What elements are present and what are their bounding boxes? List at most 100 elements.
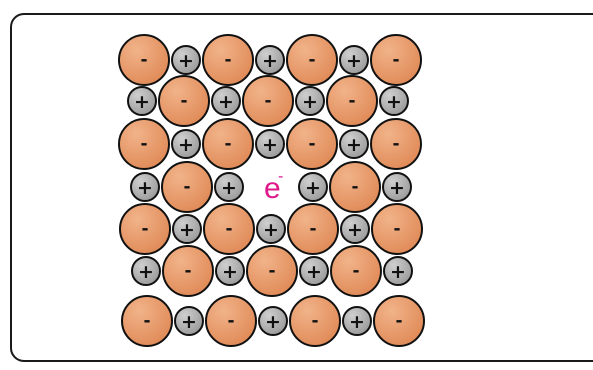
cation-ion: + (258, 306, 288, 336)
cation-circle (127, 86, 157, 116)
anion-circle (118, 118, 170, 170)
cation-charge-label: + (386, 91, 402, 113)
anion-ion: - (242, 75, 294, 127)
cation-ion: + (339, 45, 369, 75)
anion-circle (370, 34, 422, 86)
anion-circle (118, 34, 170, 86)
anion-ion: - (370, 34, 422, 86)
cation-ion: + (295, 86, 325, 116)
cation-charge-label: + (265, 311, 281, 333)
cation-circle (339, 129, 369, 159)
anion-charge-label: - (227, 311, 234, 331)
anion-ion: - (286, 34, 338, 86)
cation-ion: + (211, 86, 241, 116)
cation-circle (215, 256, 245, 286)
anion-ion: - (373, 295, 425, 347)
anion-circle (162, 245, 214, 297)
cation-ion: + (131, 256, 161, 286)
anion-circle (242, 75, 294, 127)
anion-charge-label: - (184, 261, 191, 281)
anion-charge-label: - (140, 134, 147, 154)
anion-charge-label: - (311, 311, 318, 331)
cation-ion: + (130, 172, 160, 202)
anion-ion: - (118, 118, 170, 170)
cation-charge-label: + (138, 261, 154, 283)
anion-circle (373, 295, 425, 347)
anion-ion: - (118, 34, 170, 86)
cation-ion: + (171, 45, 201, 75)
cation-charge-label: + (262, 50, 278, 72)
cation-circle (214, 172, 244, 202)
anion-charge-label: - (309, 219, 316, 239)
cation-ion: + (340, 214, 370, 244)
anion-charge-label: - (393, 219, 400, 239)
anion-ion: - (289, 295, 341, 347)
cation-charge-label: + (346, 134, 362, 156)
anion-charge-label: - (348, 91, 355, 111)
cation-circle (255, 45, 285, 75)
anion-circle (205, 295, 257, 347)
anion-charge-label: - (143, 311, 150, 331)
cation-charge-label: + (221, 177, 237, 199)
anion-circle (246, 245, 298, 297)
cation-ion: + (174, 306, 204, 336)
anion-ion: - (203, 203, 255, 255)
anion-charge-label: - (351, 177, 358, 197)
anion-ion: - (326, 75, 378, 127)
anion-ion: - (205, 295, 257, 347)
cation-ion: + (298, 172, 328, 202)
anion-circle (326, 75, 378, 127)
anion-charge-label: - (224, 50, 231, 70)
cation-circle (255, 129, 285, 159)
cation-ion: + (339, 129, 369, 159)
anion-circle (289, 295, 341, 347)
cation-ion: + (127, 86, 157, 116)
anion-circle (330, 245, 382, 297)
anion-circle (158, 75, 210, 127)
cation-circle (256, 214, 286, 244)
anion-ion: - (119, 203, 171, 255)
cation-charge-label: + (349, 311, 365, 333)
cation-ion: + (255, 129, 285, 159)
cation-circle (339, 45, 369, 75)
cation-circle (171, 129, 201, 159)
anion-ion: - (286, 118, 338, 170)
cation-charge-label: + (178, 134, 194, 156)
anion-charge-label: - (141, 219, 148, 239)
anion-ion: - (287, 203, 339, 255)
cation-charge-label: + (346, 50, 362, 72)
anion-ion: - (246, 245, 298, 297)
cation-circle (379, 86, 409, 116)
anion-circle (286, 34, 338, 86)
cation-circle (131, 256, 161, 286)
cation-circle (382, 172, 412, 202)
electron-label: e - (264, 168, 283, 205)
cation-ion: + (172, 214, 202, 244)
anion-ion: - (371, 203, 423, 255)
anion-circle (161, 161, 213, 213)
cation-charge-label: + (263, 219, 279, 241)
cation-ion: + (171, 129, 201, 159)
anion-circle (202, 118, 254, 170)
cation-circle (340, 214, 370, 244)
anion-circle (121, 295, 173, 347)
anion-charge-label: - (395, 311, 402, 331)
anion-charge-label: - (225, 219, 232, 239)
electron-symbol: e (264, 172, 281, 205)
cation-charge-label: + (179, 219, 195, 241)
cation-charge-label: + (306, 261, 322, 283)
cation-charge-label: + (389, 177, 405, 199)
cation-ion: + (214, 172, 244, 202)
cation-charge-label: + (222, 261, 238, 283)
cation-ion: + (299, 256, 329, 286)
cation-circle (298, 172, 328, 202)
cation-ion: + (382, 172, 412, 202)
cation-ion: + (383, 256, 413, 286)
anion-ion: - (162, 245, 214, 297)
anion-charge-label: - (180, 91, 187, 111)
cation-charge-label: + (305, 177, 321, 199)
anion-charge-label: - (352, 261, 359, 281)
anion-ion: - (330, 245, 382, 297)
